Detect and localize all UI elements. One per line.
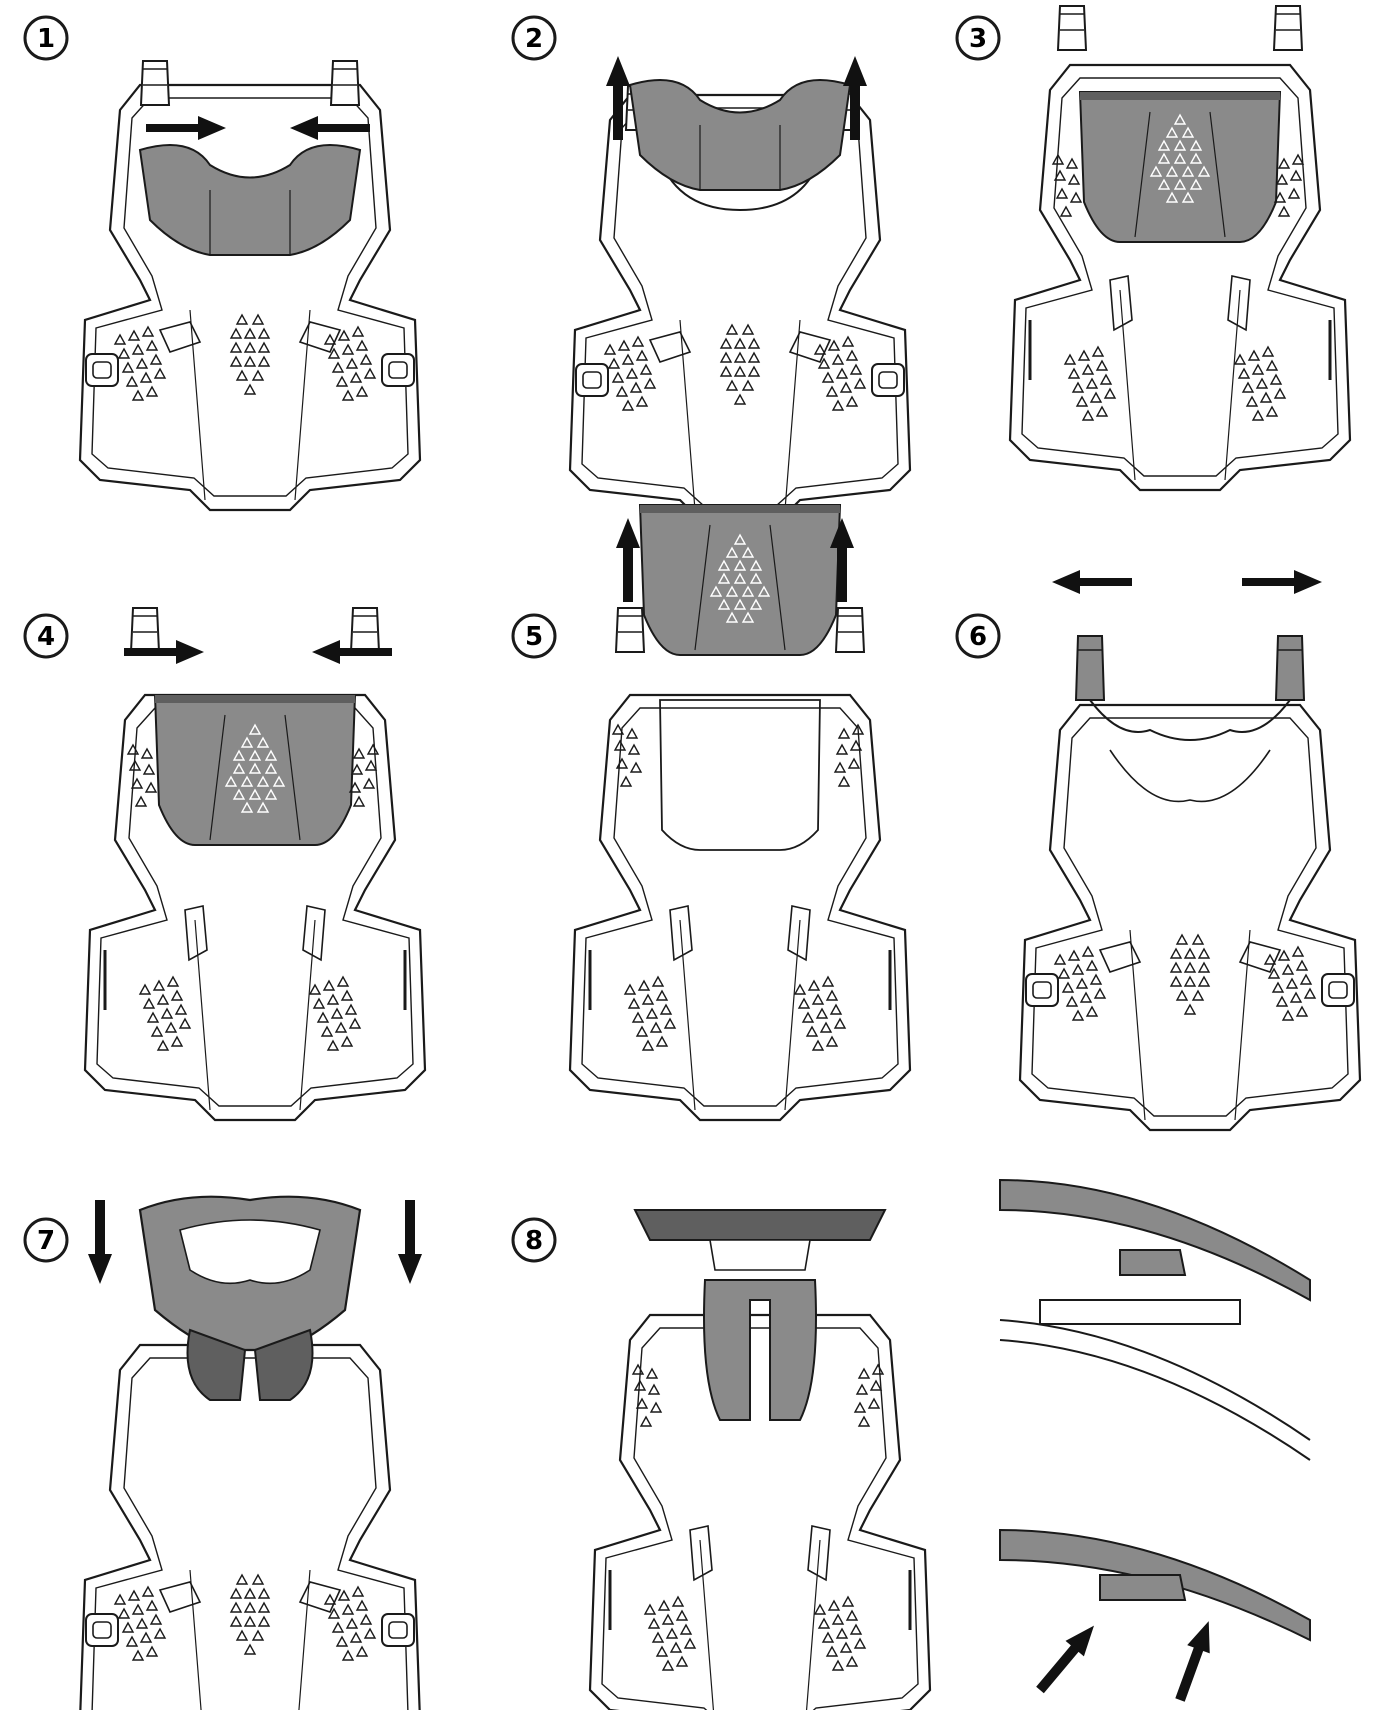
step-2-panel: 2 (513, 17, 910, 520)
step-7-protector (80, 1345, 420, 1710)
step-3-protector (1010, 6, 1350, 490)
step-7-badge: 7 (25, 1219, 67, 1261)
step-8-badge: 8 (513, 1219, 555, 1261)
step-8-protector (590, 1315, 930, 1710)
step-1-badge: 1 (25, 17, 67, 59)
step-4-panel: 4 (25, 608, 425, 1120)
step-6-arrow-right-icon (1242, 570, 1322, 594)
detail-strap-bottom (1000, 1530, 1310, 1640)
step-5-badge: 5 (513, 615, 555, 657)
step-7-arrow-down-left-icon (88, 1200, 112, 1284)
detail-strap-top (1000, 1180, 1310, 1300)
step-4-protector (85, 608, 425, 1120)
step-6-protector (1020, 636, 1360, 1130)
step-7-arrow-down-right-icon (398, 1200, 422, 1284)
detail-strap-middle (1000, 1300, 1310, 1460)
step-5-number: 5 (525, 622, 543, 652)
step-2-badge: 2 (513, 17, 555, 59)
step-3-panel: 3 (957, 6, 1350, 490)
step-1-number: 1 (37, 24, 55, 54)
detail-strap-attachment (1000, 1180, 1310, 1704)
step-3-badge: 3 (957, 17, 999, 59)
step-5-panel: 5 (513, 505, 910, 1120)
step-1-panel: 1 (25, 17, 420, 510)
detail-arrow-left-icon (1031, 1618, 1103, 1698)
step-6-panel: 6 (957, 570, 1360, 1130)
step-5-arrow-up-left-icon (616, 518, 640, 602)
step-7-number: 7 (37, 1226, 55, 1256)
step-6-arrow-left-icon (1052, 570, 1132, 594)
step-8-number: 8 (525, 1226, 543, 1256)
step-6-badge: 6 (957, 615, 999, 657)
step-8-panel: 8 (513, 1210, 930, 1710)
step-5-protector (570, 608, 910, 1120)
step-2-number: 2 (525, 24, 543, 54)
step-6-number: 6 (969, 622, 987, 652)
step-4-number: 4 (37, 622, 55, 652)
step-4-badge: 4 (25, 615, 67, 657)
step-7-panel: 7 (25, 1197, 422, 1710)
step-5-chest-plate-removed (640, 505, 840, 655)
step-3-number: 3 (969, 24, 987, 54)
detail-arrow-right-icon (1169, 1617, 1220, 1704)
